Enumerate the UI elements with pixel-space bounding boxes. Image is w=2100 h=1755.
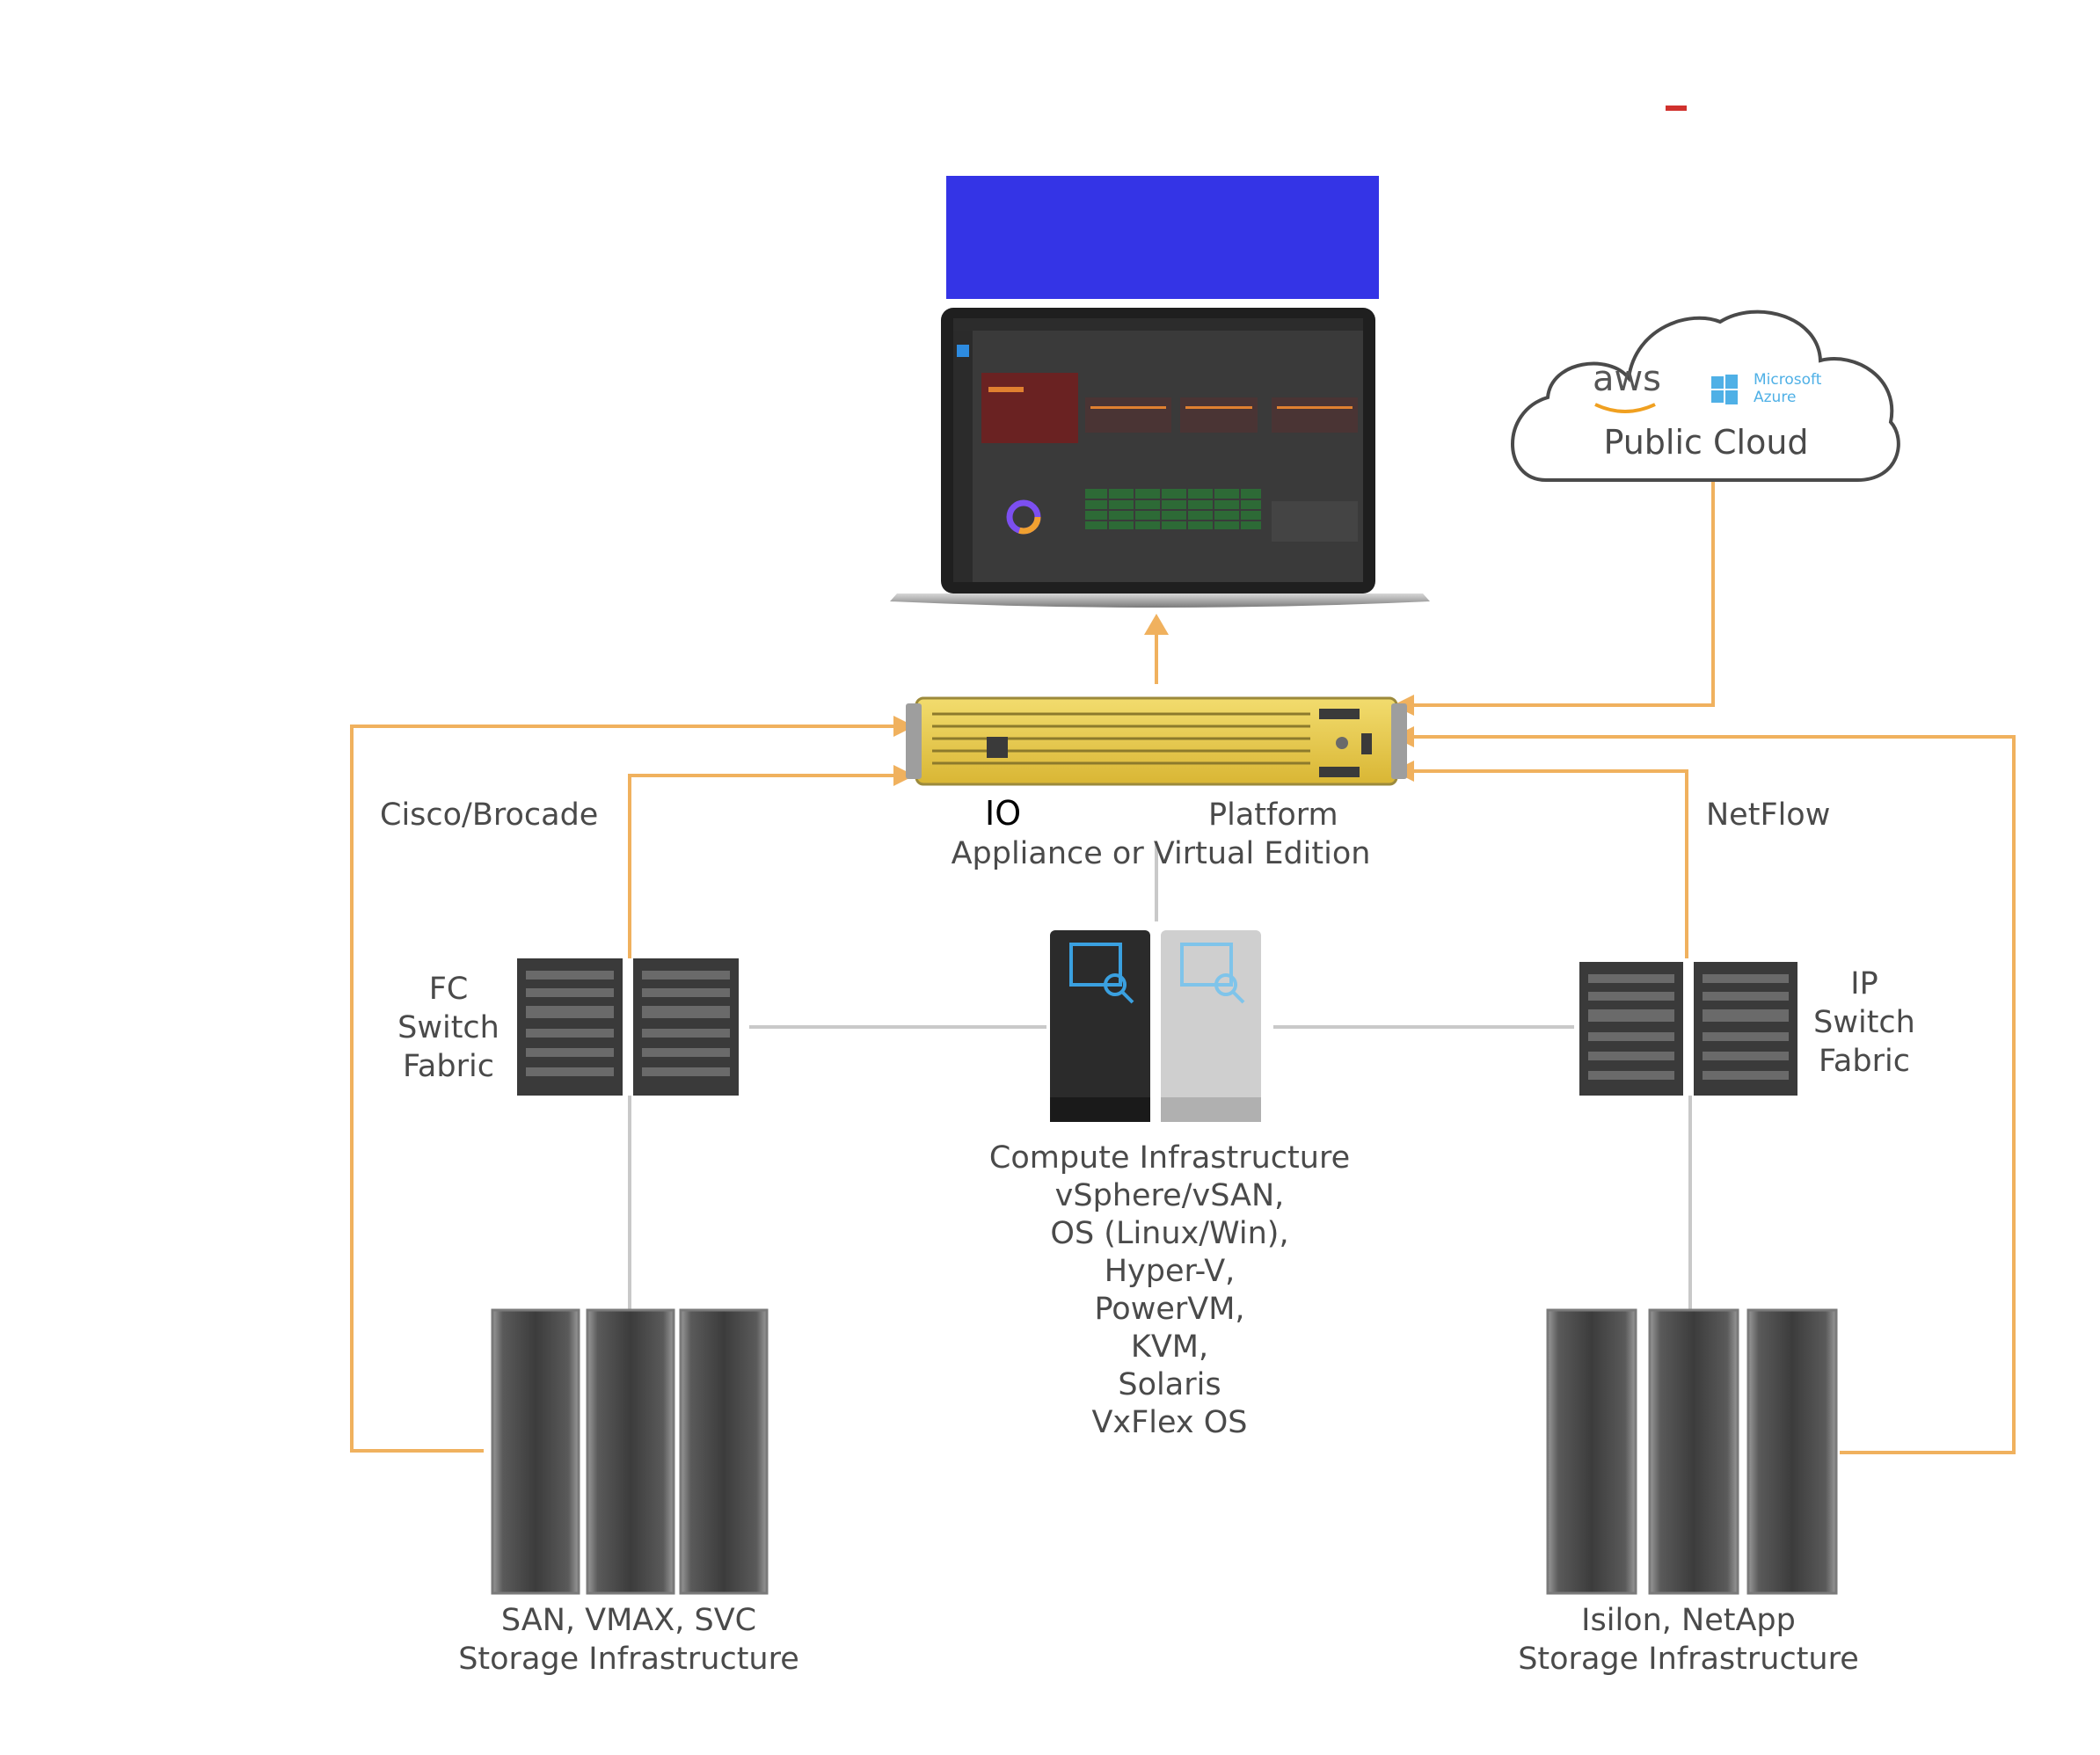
- blue-banner: [946, 176, 1379, 299]
- aws-logo-text: aws: [1592, 359, 1662, 399]
- compute-line: OS (Linux/Win),: [1050, 1216, 1289, 1251]
- compute-servers: [1050, 930, 1261, 1122]
- arrowhead-right-fc: [893, 765, 915, 786]
- flow-arrowheads: [893, 614, 1414, 786]
- fc-fabric-line: FC: [428, 972, 469, 1007]
- compute-line: vSphere/vSAN,: [1054, 1178, 1285, 1213]
- cisco-brocade-label: Cisco/Brocade: [380, 797, 599, 833]
- ip-fabric-line: Fabric: [1819, 1044, 1910, 1079]
- fc-fabric-line: Switch: [397, 1010, 499, 1045]
- azure-logo-text: Microsoft Azure: [1754, 371, 1822, 406]
- app-monitor-icon: [1069, 943, 1134, 1004]
- flow-san-storage-to-appliance: [350, 725, 897, 1453]
- appliance-label-io: IO: [971, 793, 1207, 834]
- flow-fc-switch-to-appliance: [628, 774, 897, 958]
- arrowhead-up-laptop: [1144, 614, 1169, 635]
- compute-line: Compute Infrastructure: [988, 1140, 1351, 1176]
- arrowhead-right-san: [893, 716, 915, 737]
- nas-storage-racks: [1546, 1308, 1838, 1595]
- flow-nas-storage-to-appliance: [1407, 735, 2016, 1454]
- netflow-label: NetFlow: [1706, 797, 1831, 833]
- red-mark: [1666, 106, 1687, 111]
- ip-fabric-line: Switch: [1813, 1005, 1915, 1040]
- fc-fabric-line: Fabric: [403, 1049, 494, 1084]
- compute-line: Solaris: [1118, 1367, 1221, 1402]
- public-cloud: [1511, 309, 1900, 482]
- platform-appliance: [906, 696, 1407, 786]
- compute-line: VxFlex OS: [1091, 1405, 1248, 1440]
- laptop-dashboard: [890, 308, 1430, 608]
- san-storage-line: Storage Infrastructure: [458, 1642, 799, 1677]
- public-cloud-label: Public Cloud: [1603, 423, 1809, 462]
- gray-connectors: [628, 844, 1692, 1310]
- nas-storage-line: Storage Infrastructure: [1518, 1642, 1859, 1677]
- compute-line: Hyper-V,: [1104, 1254, 1236, 1289]
- san-storage-line: SAN, VMAX, SVC: [500, 1603, 757, 1638]
- appliance-label-platform: Platform: [1208, 797, 1338, 833]
- nas-storage-line: Isilon, NetApp: [1581, 1603, 1796, 1638]
- ip-fabric-line: IP: [1850, 966, 1878, 1001]
- fc-switch: [517, 958, 739, 1096]
- azure-windows-icon: [1711, 375, 1738, 404]
- ip-switch: [1579, 962, 1797, 1096]
- san-storage-racks: [491, 1308, 769, 1595]
- flow-ip-switch-to-appliance: [1407, 769, 1688, 958]
- compute-line: PowerVM,: [1094, 1292, 1245, 1327]
- compute-line: KVM,: [1130, 1329, 1209, 1365]
- appliance-label-edition: Appliance or Virtual Edition: [951, 836, 1371, 871]
- vm-monitor-icon: [1180, 943, 1245, 1004]
- flow-lines: [350, 479, 2016, 1454]
- flow-cloud-to-appliance: [1407, 479, 1715, 707]
